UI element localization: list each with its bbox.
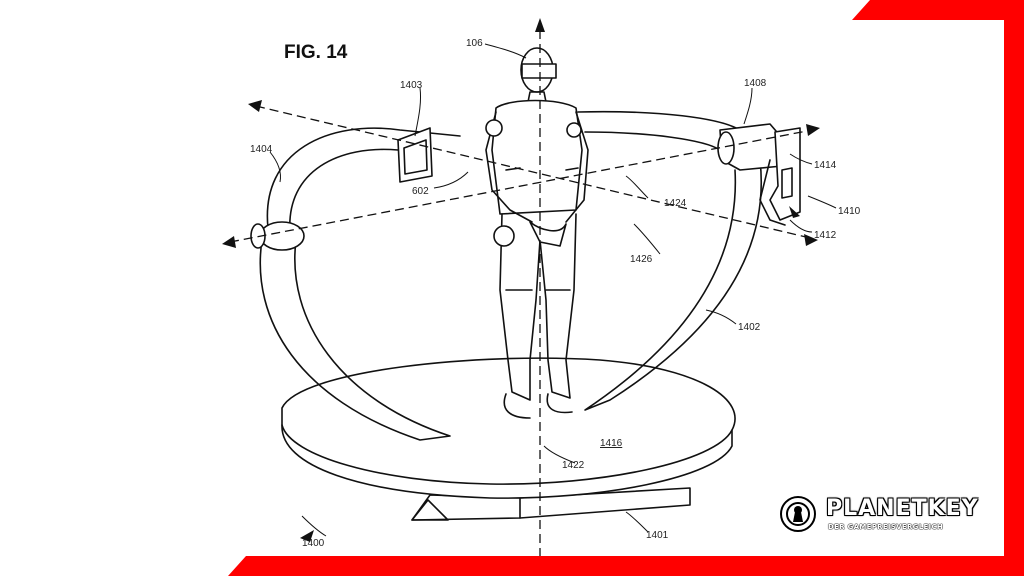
label-1400: 1400 <box>302 538 325 549</box>
axis-lines <box>229 30 813 556</box>
label-1422: 1422 <box>562 460 585 471</box>
label-1426: 1426 <box>630 254 653 265</box>
red-corner-top-right <box>852 0 1024 576</box>
label-1401: 1401 <box>646 530 669 541</box>
brand-tagline: DER GAMEPREISVERGLEICH <box>828 523 944 531</box>
label-1410: 1410 <box>838 206 861 217</box>
label-1414: 1414 <box>814 160 837 171</box>
diagonal-axis-1424 <box>255 105 811 239</box>
left-handle <box>397 127 433 183</box>
label-1408: 1408 <box>744 78 767 89</box>
diagonal-axis-1426 <box>229 129 813 243</box>
label-106: 106 <box>466 38 483 49</box>
red-corner-bottom-left <box>228 556 1004 576</box>
right-clamp <box>759 127 801 226</box>
label-1404: 1404 <box>250 144 273 155</box>
figure-title: FIG. 14 <box>284 42 348 63</box>
label-1402: 1402 <box>738 322 761 333</box>
person-figure <box>485 47 589 419</box>
keyhole-icon <box>780 496 816 532</box>
axis-arrowheads <box>222 18 820 542</box>
base-pedestal <box>411 487 691 521</box>
label-602: 602 <box>412 186 429 197</box>
label-1416: 1416 <box>600 438 623 449</box>
label-1403: 1403 <box>400 80 423 91</box>
planetkey-watermark: PLANETKEY DER GAMEPREISVERGLEICH <box>778 494 998 536</box>
brand-name: PLANETKEY <box>826 496 979 521</box>
label-1424: 1424 <box>664 198 687 209</box>
label-1412: 1412 <box>814 230 837 241</box>
leader-lines <box>269 43 837 537</box>
